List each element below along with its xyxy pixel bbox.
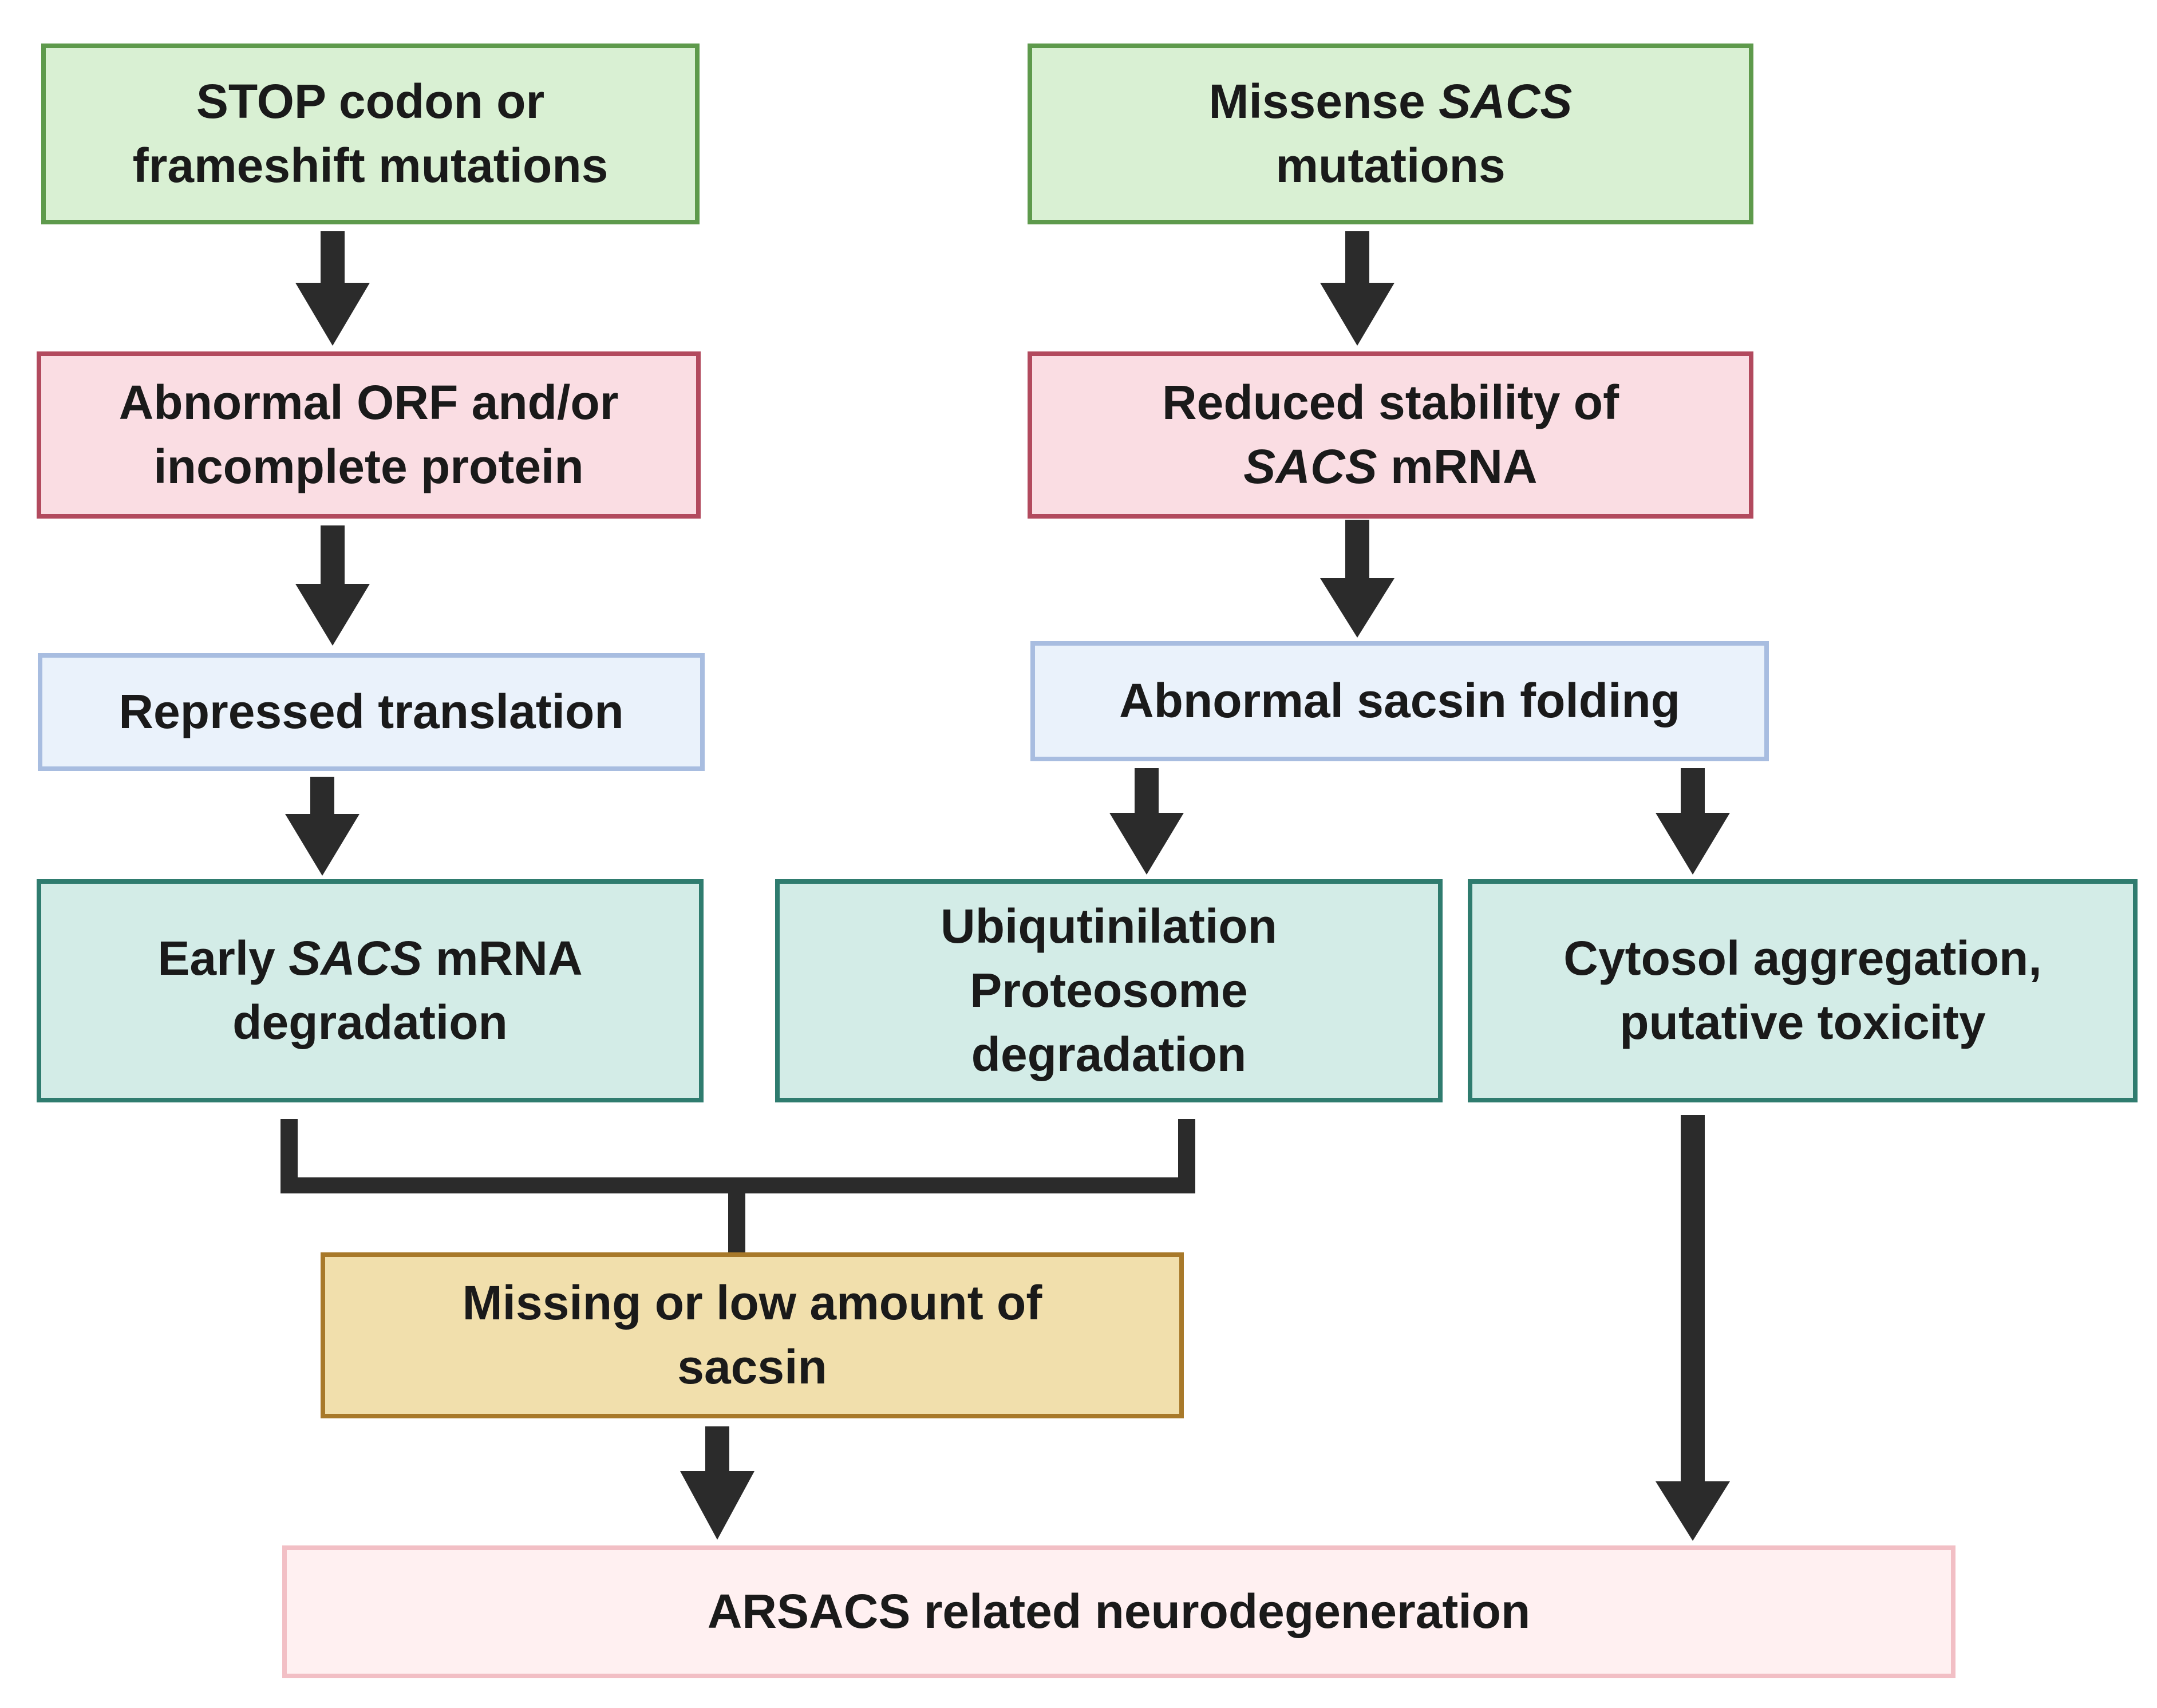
- box-early-mrna-degradation: Early SACS mRNA degradation: [37, 879, 704, 1102]
- arrow-stop-to-abn-orf: [295, 231, 370, 346]
- box-text-line: ARSACS related neurodegeneration: [707, 1584, 1531, 1639]
- box-cytosol-aggregation: Cytosol aggregation, putative toxicity: [1468, 879, 2138, 1102]
- gene-name-italic: SACS: [1243, 440, 1377, 493]
- box-reduced-mrna-stability: Reduced stability of SACS mRNA: [1028, 351, 1753, 519]
- box-text-line: putative toxicity: [1619, 995, 1986, 1049]
- arrow-folding-to-cytosol: [1656, 768, 1730, 875]
- box-text-line: incomplete protein: [153, 440, 584, 493]
- gene-name-italic: SACS: [289, 931, 422, 986]
- box-text-line: Missense SACS: [1209, 70, 1573, 134]
- box-stop-codon-mutations: STOP codon or frameshift mutations: [41, 44, 700, 224]
- box-text-line: STOP codon or: [196, 74, 545, 129]
- arrow-repressed-to-early: [285, 777, 360, 876]
- box-text-line: Missing or low amount of: [462, 1276, 1042, 1330]
- box-missing-sacsin: Missing or low amount of sacsin: [321, 1252, 1184, 1418]
- box-text-line: Proteosome: [970, 963, 1248, 1018]
- arrow-abn-orf-to-repressed: [295, 525, 370, 646]
- box-text-line: frameshift mutations: [132, 139, 609, 192]
- text-run: mRNA: [422, 931, 583, 986]
- box-text-line: Cytosol aggregation,: [1563, 931, 2042, 986]
- box-text-line: Repressed translation: [118, 685, 624, 739]
- box-text-line: sacsin: [677, 1340, 827, 1394]
- box-text-line: degradation: [971, 1027, 1247, 1081]
- arrow-missense-to-reduced: [1320, 231, 1394, 346]
- box-text-line: Abnormal sacsin folding: [1119, 674, 1681, 728]
- text-run: mRNA: [1377, 440, 1538, 493]
- bracket-early-ubiq-to-missing: [281, 1119, 1195, 1254]
- box-text-line: Abnormal ORF and/or: [118, 375, 619, 430]
- box-text-line: mutations: [1275, 139, 1506, 192]
- box-missense-mutations: Missense SACS mutations: [1028, 44, 1753, 224]
- arrow-folding-to-ubiq: [1109, 768, 1184, 875]
- box-text-line: Ubiqutinilation: [941, 899, 1277, 954]
- gene-name-italic: SACS: [1439, 74, 1573, 129]
- arrow-reduced-to-folding: [1320, 520, 1394, 638]
- box-text-line: degradation: [232, 995, 508, 1049]
- arrow-cytosol-to-arsacs: [1656, 1115, 1730, 1541]
- arrow-missing-to-arsacs: [680, 1426, 754, 1540]
- box-abnormal-orf: Abnormal ORF and/or incomplete protein: [37, 351, 701, 519]
- box-abnormal-sacsin-folding: Abnormal sacsin folding: [1030, 641, 1769, 761]
- box-repressed-translation: Repressed translation: [38, 653, 705, 771]
- text-run: Early: [157, 931, 289, 986]
- text-run: Missense: [1208, 74, 1439, 129]
- box-arsacs-neurodegeneration: ARSACS related neurodegeneration: [282, 1545, 1955, 1678]
- box-text-line: SACS mRNA: [1243, 435, 1537, 499]
- box-text-line: Early SACS mRNA: [157, 927, 582, 991]
- box-ubiquitination-degradation: Ubiqutinilation Proteosome degradation: [775, 879, 1443, 1102]
- box-text-line: Reduced stability of: [1162, 375, 1619, 430]
